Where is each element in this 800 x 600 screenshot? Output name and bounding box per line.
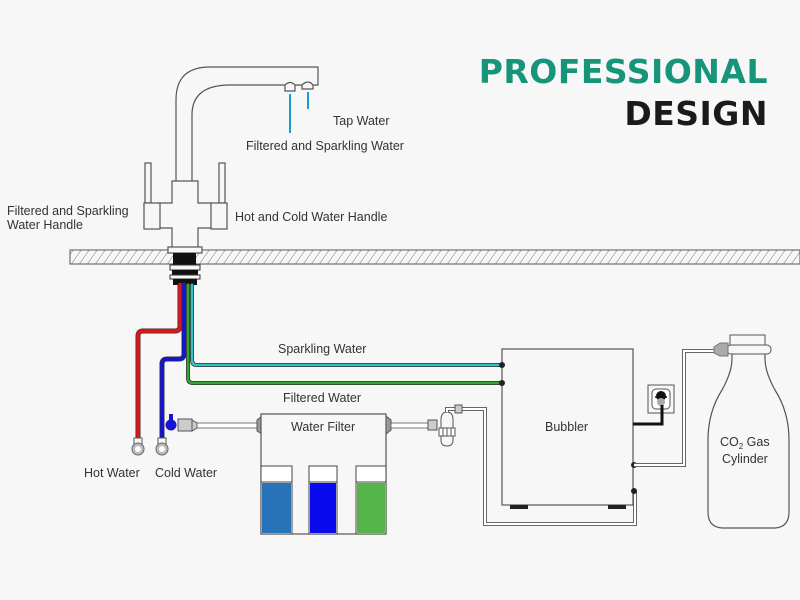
co2-gas-line bbox=[634, 349, 714, 467]
bubbler bbox=[499, 348, 637, 509]
label-water-filter: Water Filter bbox=[291, 420, 355, 434]
nozzle-filtered bbox=[284, 81, 296, 92]
diverter-valve bbox=[165, 414, 198, 432]
mounting-nut bbox=[169, 253, 201, 285]
nozzle-tap bbox=[301, 81, 314, 90]
label-cold-water: Cold Water bbox=[155, 466, 217, 480]
hot-water-connector bbox=[131, 437, 145, 456]
label-hot-cold-handle: Hot and Cold Water Handle bbox=[235, 210, 387, 224]
countertop bbox=[69, 249, 800, 265]
label-hot-water: Hot Water bbox=[84, 466, 140, 480]
label-filtered-sparkling-water: Filtered and Sparkling Water bbox=[246, 139, 404, 153]
filtered-water-pipe bbox=[186, 283, 504, 385]
faucet bbox=[143, 66, 319, 254]
hot-cold-handle[interactable] bbox=[218, 162, 226, 204]
label-tap-water: Tap Water bbox=[333, 114, 390, 128]
water-filter bbox=[260, 413, 387, 535]
label-filtered-sparkling-handle-line1: Filtered and Sparkling bbox=[7, 204, 129, 218]
label-co2-gas: CO2 Gas bbox=[720, 435, 770, 451]
cold-water-connector bbox=[155, 437, 169, 456]
power-cord bbox=[633, 405, 664, 426]
label-cylinder: Cylinder bbox=[722, 452, 768, 466]
label-filtered-sparkling-handle-line2: Water Handle bbox=[7, 218, 83, 232]
check-valve bbox=[438, 404, 637, 526]
label-bubbler: Bubbler bbox=[545, 420, 588, 434]
filter-outlet-line bbox=[385, 414, 438, 436]
filter-inlet-line bbox=[196, 414, 263, 435]
co2-cylinder bbox=[707, 334, 790, 529]
label-filtered-water: Filtered Water bbox=[283, 391, 361, 405]
filtered-sparkling-handle[interactable] bbox=[144, 162, 152, 204]
label-sparkling-water: Sparkling Water bbox=[278, 342, 366, 356]
headline-design: DESIGN bbox=[624, 94, 768, 133]
power-outlet bbox=[633, 384, 675, 426]
headline-professional: PROFESSIONAL bbox=[478, 52, 768, 91]
